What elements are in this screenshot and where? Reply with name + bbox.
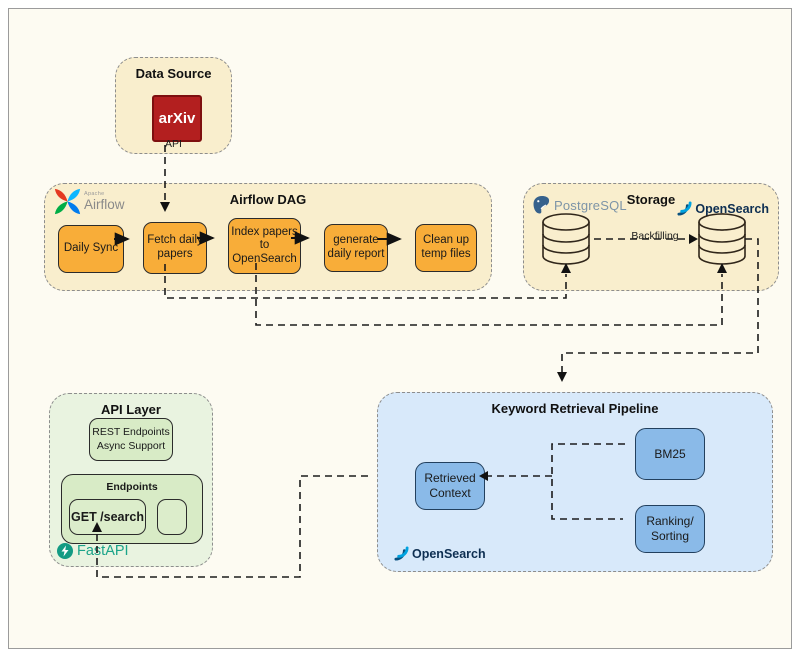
- arxiv-logo-label: arXiv: [158, 110, 196, 127]
- opensearch-label-pipeline: OpenSearch: [412, 546, 486, 561]
- endpoints-box: Endpoints GET /search: [61, 474, 203, 544]
- pipeline-title: Keyword Retrieval Pipeline: [491, 401, 659, 416]
- airflow-name-label: Airflow: [84, 196, 125, 212]
- airflow-apache-label: Apache: [84, 191, 105, 197]
- retrieved-context-box: Retrieved Context: [415, 462, 485, 510]
- opensearch-icon: [394, 546, 409, 561]
- airflow-dag-title: Airflow DAG: [229, 192, 307, 207]
- task-fetch-daily-papers: Fetch daily papers: [143, 222, 207, 274]
- api-label: API: [165, 138, 182, 150]
- ranking-sorting-box: Ranking/ Sorting: [635, 505, 705, 553]
- airflow-pinwheel-icon: [54, 188, 81, 215]
- endpoints-label: Endpoints: [106, 481, 158, 493]
- fastapi-logo: FastAPI: [57, 543, 129, 559]
- data-source-title: Data Source: [135, 66, 212, 81]
- bm25-box: BM25: [635, 428, 705, 480]
- backfilling-label: Backfilling: [631, 230, 679, 242]
- airflow-wordmark: Apache Airflow: [84, 191, 125, 212]
- opensearch-logo-pipeline: OpenSearch: [394, 546, 486, 561]
- task-clean-up: Clean up temp files: [415, 224, 477, 272]
- diagram-canvas: Data Source arXiv API Airflow DAG Apache…: [8, 8, 792, 649]
- data-source-container: Data Source arXiv API: [115, 57, 232, 154]
- rest-endpoints-box: REST Endpoints Async Support: [89, 418, 173, 461]
- postgresql-elephant-icon: [533, 196, 550, 214]
- airflow-logo: Apache Airflow: [54, 188, 125, 215]
- get-search-box: GET /search: [69, 499, 146, 535]
- fastapi-label: FastAPI: [77, 543, 129, 559]
- arxiv-logo: arXiv: [152, 95, 202, 142]
- api-layer-container: API Layer REST Endpoints Async Support E…: [49, 393, 213, 567]
- opensearch-icon: [677, 201, 692, 216]
- task-daily-sync: Daily Sync: [58, 225, 124, 273]
- postgresql-logo: PostgreSQL: [532, 195, 627, 215]
- empty-endpoint-box: [157, 499, 187, 535]
- task-generate-report: generate daily report: [324, 224, 388, 272]
- fastapi-icon: [57, 543, 73, 559]
- opensearch-label-storage: OpenSearch: [695, 201, 769, 216]
- task-index-papers: Index papers to OpenSearch: [228, 218, 301, 274]
- opensearch-logo-storage: OpenSearch: [677, 201, 769, 216]
- pipeline-container: Keyword Retrieval Pipeline BM25 Ranking/…: [377, 392, 773, 572]
- api-layer-title: API Layer: [101, 402, 161, 417]
- storage-title: Storage: [626, 192, 676, 207]
- airflow-dag-container: Airflow DAG Apache Airflow Daily Sync Fe…: [44, 183, 492, 291]
- postgresql-label: PostgreSQL: [554, 197, 627, 213]
